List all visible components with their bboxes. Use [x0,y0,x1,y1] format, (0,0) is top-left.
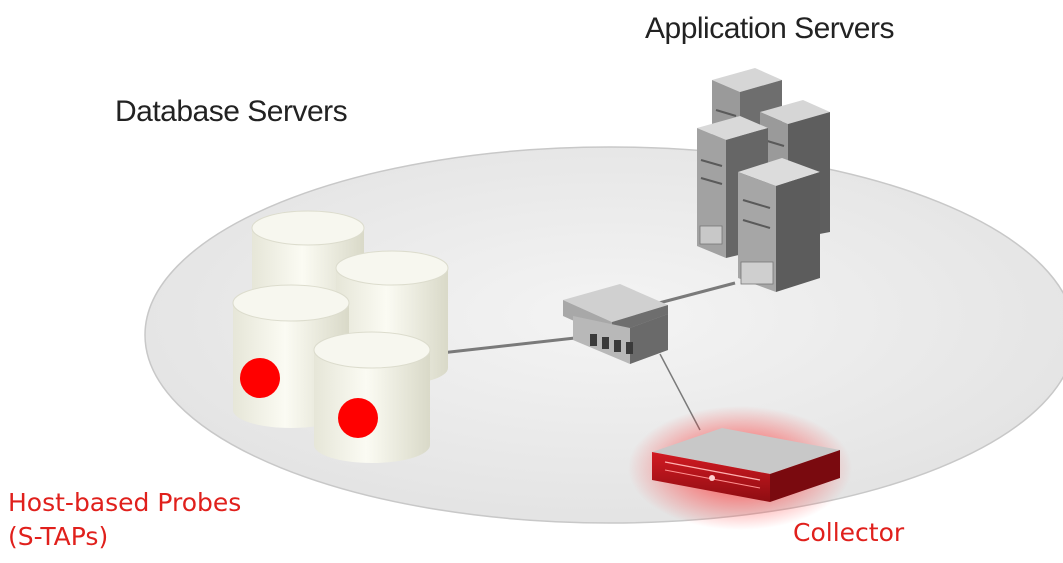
collector-label: Collector [793,518,905,547]
database-cylinder-icon [313,331,431,463]
application-servers-label: Application Servers [645,12,894,45]
host-probes-label-line2: (S-TAPs) [8,522,109,551]
probe-dot-icon [338,398,378,438]
network-switch-icon [563,284,668,364]
database-servers-label: Database Servers [115,95,348,128]
collector-appliance-icon [628,406,852,530]
db-to-switch-link [431,336,576,356]
host-probes-label-line1: Host-based Probes [8,488,242,517]
server-tower-icon [738,158,820,292]
probe-dot-icon [240,358,280,398]
database-servers-group [232,210,449,463]
application-servers-group [697,68,830,292]
